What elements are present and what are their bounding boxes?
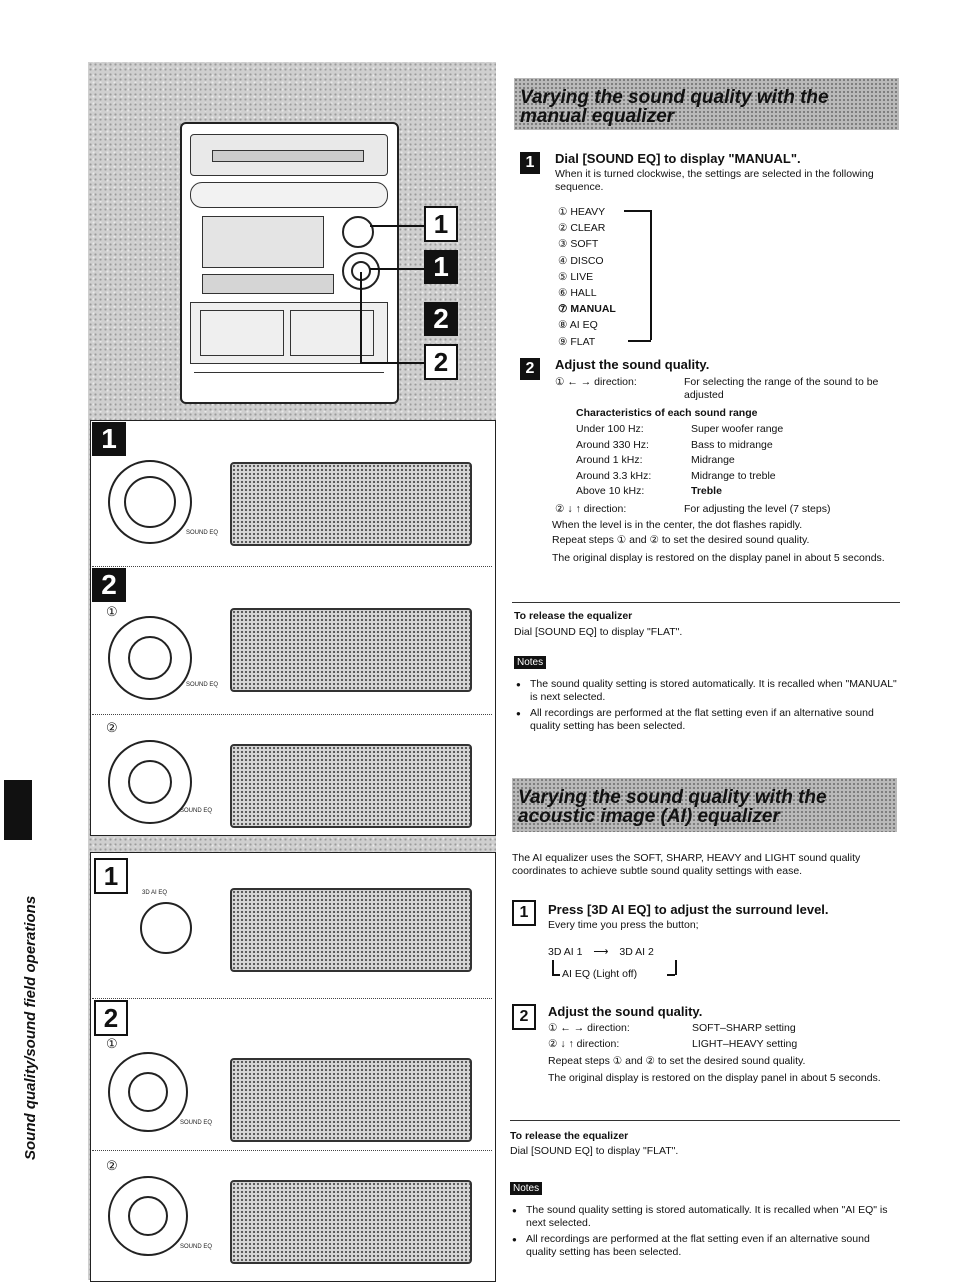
step-number-2: 2 bbox=[520, 358, 540, 380]
ai-eq-button[interactable] bbox=[140, 902, 192, 954]
release-heading: To release the equalizer bbox=[514, 610, 633, 622]
step-marker-2: ② bbox=[106, 1158, 118, 1173]
ai-step1-desc: Every time you press the button; bbox=[548, 919, 699, 931]
sound-eq-label: SOUND EQ bbox=[186, 530, 219, 536]
step-badge-1: 1 bbox=[94, 858, 128, 894]
ai-notes-list: The sound quality setting is stored auto… bbox=[510, 1204, 898, 1259]
ai-notes-label: Notes bbox=[510, 1182, 543, 1195]
step-number-1: 1 bbox=[512, 900, 536, 926]
step-badge-1: 1 bbox=[92, 422, 126, 456]
section-side-label: Sound quality/sound field operations bbox=[22, 895, 39, 1160]
step-marker-2: ② bbox=[106, 720, 118, 735]
step-number-1: 1 bbox=[520, 152, 540, 174]
sound-eq-dial[interactable] bbox=[108, 1176, 188, 1256]
ai-direction-2-desc: LIGHT–HEAVY setting bbox=[692, 1038, 798, 1050]
stereo-unit-illustration bbox=[180, 122, 399, 404]
step-marker-1: ① bbox=[106, 1036, 118, 1051]
ai-eq-title-banner bbox=[512, 778, 897, 832]
mode-item: ② CLEAR bbox=[558, 222, 606, 235]
step-badge-2: 2 bbox=[92, 568, 126, 602]
ai-step1-heading: Press [3D AI EQ] to adjust the surround … bbox=[548, 902, 829, 917]
ai-step2-note-1: Repeat steps ① and ② to set the desired … bbox=[548, 1055, 806, 1067]
step-marker-1: ① bbox=[106, 604, 118, 619]
sound-eq-label: SOUND EQ bbox=[180, 1244, 213, 1250]
ai-mode-sequence: 3D AI 1 ⟶ 3D AI 2 bbox=[548, 946, 654, 958]
step-badge-2: 2 bbox=[424, 302, 458, 336]
step-badge-1: 1 bbox=[424, 250, 458, 284]
ai-mode-item: 3D AI 2 bbox=[619, 946, 654, 958]
step2-note-3: The original display is restored on the … bbox=[552, 552, 885, 564]
cycle-bracket bbox=[650, 210, 652, 340]
step1-heading: Dial [SOUND EQ] to display "MANUAL". bbox=[555, 151, 801, 166]
display-panel bbox=[230, 608, 472, 692]
ai-mode-item: AI EQ (Light off) bbox=[562, 968, 638, 980]
section-tab-marker bbox=[4, 780, 32, 840]
sound-eq-dial[interactable] bbox=[108, 1052, 188, 1132]
step2-note-1: When the level is in the center, the dot… bbox=[552, 519, 803, 531]
direction-1-label: ① ← → direction: bbox=[555, 376, 637, 388]
direction-2-label: ② ↓ ↑ direction: bbox=[555, 503, 627, 515]
mode-item: ④ DISCO bbox=[558, 254, 604, 267]
ai-direction-1-label: ① ← → direction: bbox=[548, 1022, 630, 1034]
step-number-2: 2 bbox=[512, 1004, 536, 1030]
manual-eq-title: Varying the sound quality with the manua… bbox=[520, 87, 829, 127]
display-panel bbox=[230, 744, 472, 828]
note-item: The sound quality setting is stored auto… bbox=[514, 678, 900, 704]
step2-heading: Adjust the sound quality. bbox=[555, 357, 710, 372]
step-badge-1: 1 bbox=[424, 206, 458, 242]
ai-step2-heading: Adjust the sound quality. bbox=[548, 1004, 703, 1019]
ai-eq-title: Varying the sound quality with the acous… bbox=[518, 787, 827, 827]
manual-eq-title-banner bbox=[514, 78, 899, 130]
notes-label: Notes bbox=[514, 656, 547, 669]
mode-item: ③ SOFT bbox=[558, 238, 599, 251]
direction-1-desc: For selecting the range of the sound to … bbox=[684, 376, 879, 401]
sound-eq-label: SOUND EQ bbox=[180, 808, 213, 814]
step1-description: When it is turned clockwise, the setting… bbox=[555, 168, 874, 193]
sound-eq-label: SOUND EQ bbox=[186, 682, 219, 688]
mode-item: ⑥ HALL bbox=[558, 287, 597, 300]
mode-item: ⑧ AI EQ bbox=[558, 319, 598, 332]
characteristics-heading: Characteristics of each sound range bbox=[576, 407, 758, 419]
sound-eq-dial[interactable] bbox=[108, 616, 192, 700]
step-badge-2: 2 bbox=[424, 344, 458, 380]
range-table: Under 100 Hz:Super woofer range Around 3… bbox=[576, 423, 784, 498]
note-item: All recordings are performed at the flat… bbox=[514, 707, 900, 733]
mode-item: ⑨ FLAT bbox=[558, 335, 596, 348]
display-panel bbox=[230, 1058, 472, 1142]
ai-intro: The AI equalizer uses the SOFT, SHARP, H… bbox=[512, 852, 861, 877]
direction-2-desc: For adjusting the level (7 steps) bbox=[684, 503, 831, 515]
note-item: All recordings are performed at the flat… bbox=[510, 1233, 898, 1259]
step2-note-2: Repeat steps ① and ② to set the desired … bbox=[552, 534, 810, 546]
mode-item: ① HEAVY bbox=[558, 206, 606, 218]
display-panel bbox=[230, 888, 472, 972]
mode-item: ⑦ MANUAL bbox=[558, 303, 616, 316]
notes-list: The sound quality setting is stored auto… bbox=[514, 678, 900, 733]
mode-sequence-list: ① HEAVY ② CLEAR ③ SOFT ④ DISCO ⑤ LIVE ⑥ … bbox=[558, 204, 668, 350]
ai-step2-note-2: The original display is restored on the … bbox=[548, 1072, 881, 1084]
sound-eq-label: SOUND EQ bbox=[180, 1120, 213, 1126]
sound-eq-dial[interactable] bbox=[108, 460, 192, 544]
release-text: Dial [SOUND EQ] to display "FLAT". bbox=[514, 626, 683, 638]
note-item: The sound quality setting is stored auto… bbox=[510, 1204, 898, 1230]
ai-eq-button-label: 3D AI EQ bbox=[142, 890, 168, 896]
ai-release-text: Dial [SOUND EQ] to display "FLAT". bbox=[510, 1145, 679, 1157]
ai-mode-item: 3D AI 1 bbox=[548, 946, 583, 958]
ai-direction-1-desc: SOFT–SHARP setting bbox=[692, 1022, 796, 1034]
display-panel bbox=[230, 462, 472, 546]
ai-direction-2-label: ② ↓ ↑ direction: bbox=[548, 1038, 620, 1050]
sound-eq-dial[interactable] bbox=[108, 740, 192, 824]
display-panel bbox=[230, 1180, 472, 1264]
step-badge-2: 2 bbox=[94, 1000, 128, 1036]
ai-release-heading: To release the equalizer bbox=[510, 1130, 629, 1142]
mode-item: ⑤ LIVE bbox=[558, 270, 594, 283]
